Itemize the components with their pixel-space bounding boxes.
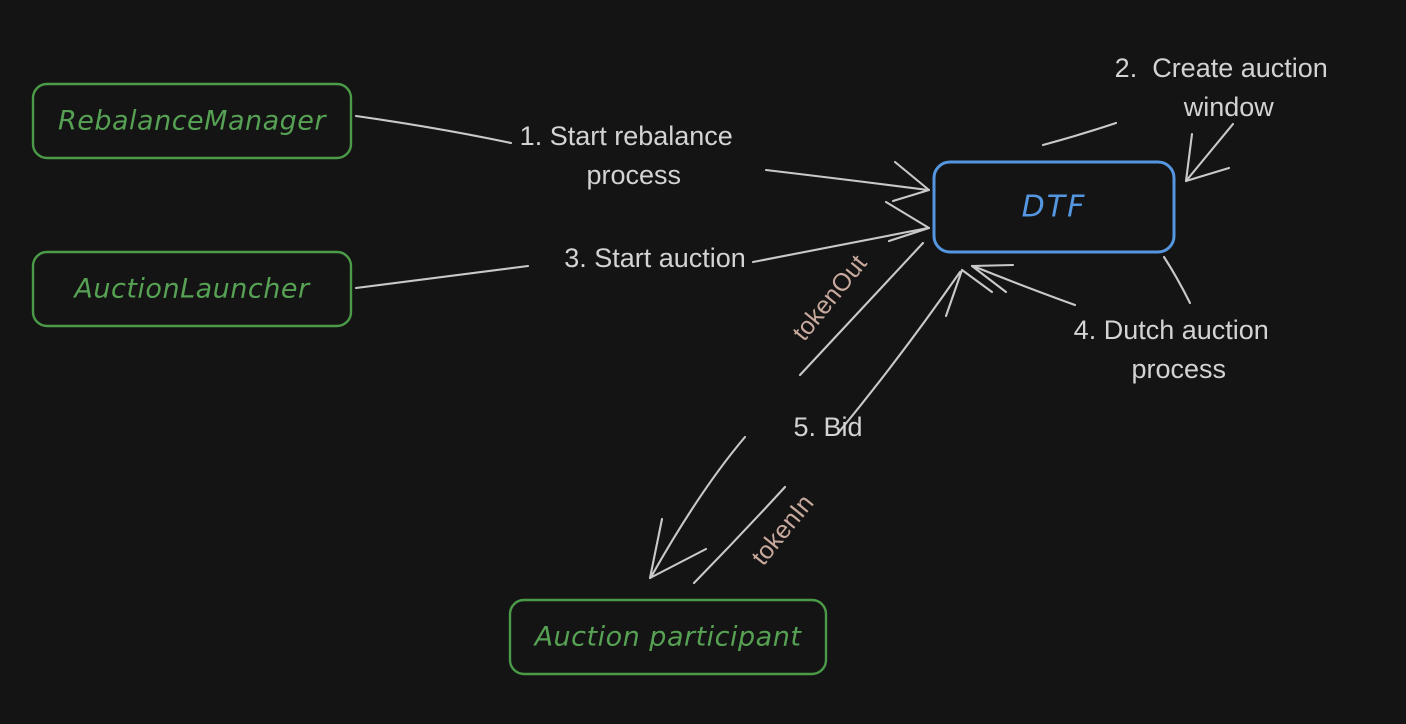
edge-label-tokenin: tokenIn <box>746 489 819 570</box>
node-rebalance-manager[interactable]: RebalanceManager <box>31 82 353 160</box>
node-dtf-label: DTF <box>1022 190 1087 225</box>
node-auction-launcher-label: AuctionLauncher <box>72 274 311 305</box>
edge-1-start-rebalance-process[interactable] <box>354 114 931 203</box>
edge-3-start-auction[interactable] <box>354 200 931 290</box>
node-dtf-box <box>932 160 1176 254</box>
edge-label-3: 3. Start auction <box>564 243 746 273</box>
node-auction-participant[interactable]: Auction participant <box>508 598 828 676</box>
node-auction-launcher-box <box>31 250 353 328</box>
node-rebalance-manager-box <box>31 82 353 160</box>
edge-2-create-auction-window[interactable] <box>1041 121 1235 183</box>
edge-label-1: 1. Start rebalance process <box>520 121 771 190</box>
node-auction-participant-box <box>508 598 828 676</box>
edge-label-2: 2. Create auction window <box>1115 53 1366 122</box>
node-rebalance-manager-label: RebalanceManager <box>58 106 327 137</box>
node-auction-participant-label: Auction participant <box>533 622 803 653</box>
edge-4-dutch-auction-process[interactable] <box>970 255 1192 307</box>
edge-label-5: 5. Bid <box>793 412 862 442</box>
edge-label-tokenout: tokenOut <box>787 250 873 347</box>
node-dtf[interactable]: DTF <box>932 160 1176 254</box>
node-auction-launcher[interactable]: AuctionLauncher <box>31 250 353 328</box>
edge-tokenout[interactable] <box>648 241 925 580</box>
edge-label-4: 4. Dutch auction process <box>1074 315 1307 384</box>
edge-5-bid-tokenin[interactable] <box>692 268 994 585</box>
